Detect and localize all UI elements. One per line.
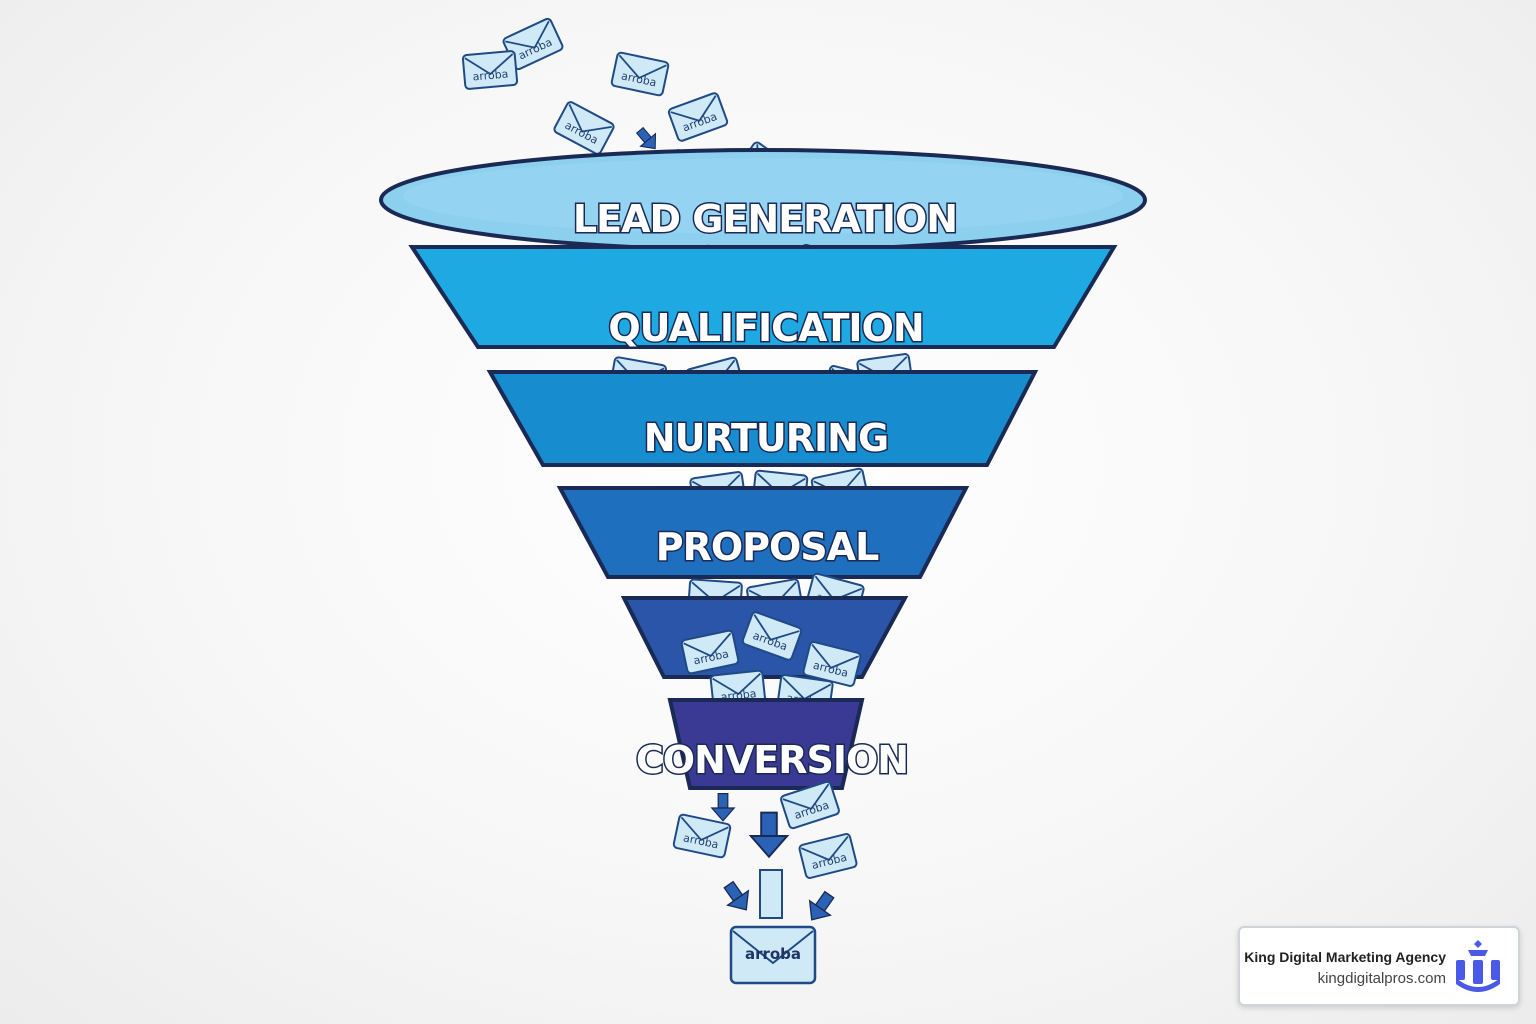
crown-logo-icon [1456, 940, 1500, 992]
envelope-icon [797, 832, 859, 880]
stage-label: LEAD GENERATION [573, 197, 957, 241]
agency-badge[interactable]: King Digital Marketing Agency kingdigita… [1238, 926, 1520, 1006]
envelope-icon [610, 50, 670, 98]
final-envelope-icon: arroba [729, 925, 817, 985]
agency-name: King Digital Marketing Agency [1244, 949, 1446, 965]
stage-proposal: PROPOSAL [556, 486, 970, 579]
arrow-icon [800, 886, 841, 928]
arrow-icon [711, 792, 735, 822]
agency-url[interactable]: kingdigitalpros.com [1317, 970, 1446, 987]
arrow-icon [749, 811, 789, 858]
envelope-icon [666, 91, 730, 143]
stage-conversion: CONVERSION [634, 698, 911, 790]
stage-unlabeled [620, 596, 909, 688]
envelope-icon [461, 49, 519, 91]
svg-text:arroba: arroba [745, 945, 801, 963]
stage-label: CONVERSION [636, 738, 908, 782]
stage-qualification: QUALIFICATION [408, 245, 1118, 352]
arrow-icon [717, 876, 758, 918]
stage-label: NURTURING [644, 416, 888, 460]
stage-label: QUALIFICATION [608, 306, 923, 350]
stage-nurturing: NURTURING [486, 370, 1039, 467]
output-envelopes: arroba [672, 779, 859, 985]
stage-label: PROPOSAL [656, 525, 879, 569]
envelope-icon [552, 99, 616, 157]
stage-lead-generation: LEAD GENERATION [379, 148, 1147, 252]
